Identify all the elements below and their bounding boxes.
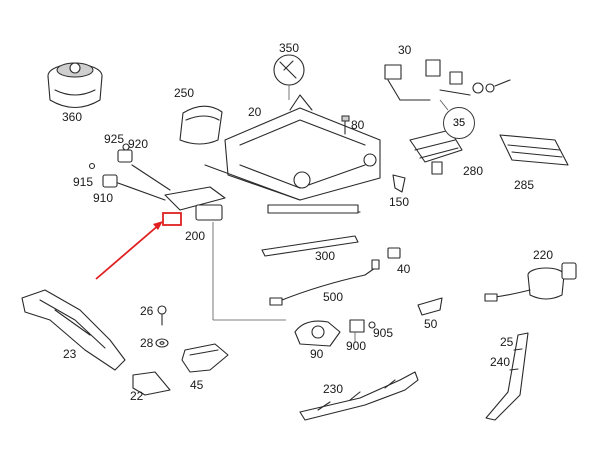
part-220-actuator[interactable] bbox=[484, 262, 577, 302]
callout-40: 40 bbox=[397, 262, 411, 276]
part-50-clip[interactable] bbox=[417, 297, 443, 316]
part-350-tool[interactable] bbox=[273, 54, 305, 100]
callout-350: 350 bbox=[279, 41, 300, 55]
part-150-clip[interactable] bbox=[392, 174, 406, 193]
callout-35: 35 bbox=[443, 107, 475, 139]
callout-90: 90 bbox=[310, 347, 324, 361]
part-80-bolt[interactable] bbox=[341, 115, 350, 135]
part-28-washer[interactable] bbox=[155, 338, 169, 348]
callout-280: 280 bbox=[463, 164, 484, 178]
callout-22: 22 bbox=[130, 389, 144, 403]
part-250-cushion[interactable] bbox=[179, 105, 223, 145]
callout-360: 360 bbox=[62, 110, 83, 124]
part-285-connector[interactable] bbox=[499, 134, 569, 166]
callout-80: 80 bbox=[351, 118, 365, 132]
part-300-strip[interactable] bbox=[261, 235, 359, 257]
callout-28: 28 bbox=[140, 336, 154, 350]
part-26-bolt[interactable] bbox=[157, 305, 167, 326]
highlight-arrow bbox=[95, 221, 163, 280]
callout-285: 285 bbox=[514, 178, 535, 192]
callout-910: 910 bbox=[93, 191, 114, 205]
callout-300: 300 bbox=[315, 249, 336, 263]
callout-220: 220 bbox=[533, 248, 554, 262]
callout-230: 230 bbox=[323, 382, 344, 396]
callout-250: 250 bbox=[174, 86, 195, 100]
part-240-track[interactable] bbox=[485, 332, 529, 421]
callout-900: 900 bbox=[346, 339, 367, 353]
part-900-module[interactable] bbox=[349, 319, 365, 342]
callout-150: 150 bbox=[389, 195, 410, 209]
part-905-screw[interactable] bbox=[368, 321, 376, 329]
part-22-bracket[interactable] bbox=[132, 371, 171, 396]
callout-200: 200 bbox=[185, 229, 206, 243]
callout-240: 240 bbox=[490, 355, 511, 369]
part-200-control-unit[interactable] bbox=[117, 164, 286, 321]
callout-925: 925 bbox=[104, 132, 125, 146]
part-500-cable[interactable] bbox=[269, 259, 380, 306]
callout-23: 23 bbox=[63, 347, 77, 361]
callout-905: 905 bbox=[373, 326, 394, 340]
callout-500: 500 bbox=[323, 290, 344, 304]
part-45-bracket[interactable] bbox=[181, 343, 229, 373]
part-920-clip[interactable] bbox=[117, 143, 133, 163]
part-40-cap[interactable] bbox=[387, 247, 401, 259]
part-360-motor[interactable] bbox=[47, 62, 103, 109]
part-910-clip[interactable] bbox=[88, 162, 118, 188]
part-20-seat-frame[interactable] bbox=[204, 94, 381, 214]
callout-915: 915 bbox=[73, 175, 94, 189]
part-230-rail[interactable] bbox=[299, 371, 419, 421]
callout-20: 20 bbox=[248, 105, 262, 119]
part-35-marker[interactable] bbox=[439, 99, 449, 111]
callout-30: 30 bbox=[398, 43, 412, 57]
part-23-rail[interactable] bbox=[21, 289, 126, 371]
highlight-box bbox=[162, 212, 182, 226]
part-30-bracket[interactable] bbox=[384, 59, 511, 101]
part-90-switch[interactable] bbox=[294, 320, 341, 347]
callout-920: 920 bbox=[128, 137, 149, 151]
callout-45: 45 bbox=[190, 378, 204, 392]
callout-50: 50 bbox=[424, 317, 438, 331]
callout-25: 25 bbox=[500, 335, 514, 349]
part-280-connector[interactable] bbox=[409, 129, 463, 175]
callout-26: 26 bbox=[140, 304, 154, 318]
